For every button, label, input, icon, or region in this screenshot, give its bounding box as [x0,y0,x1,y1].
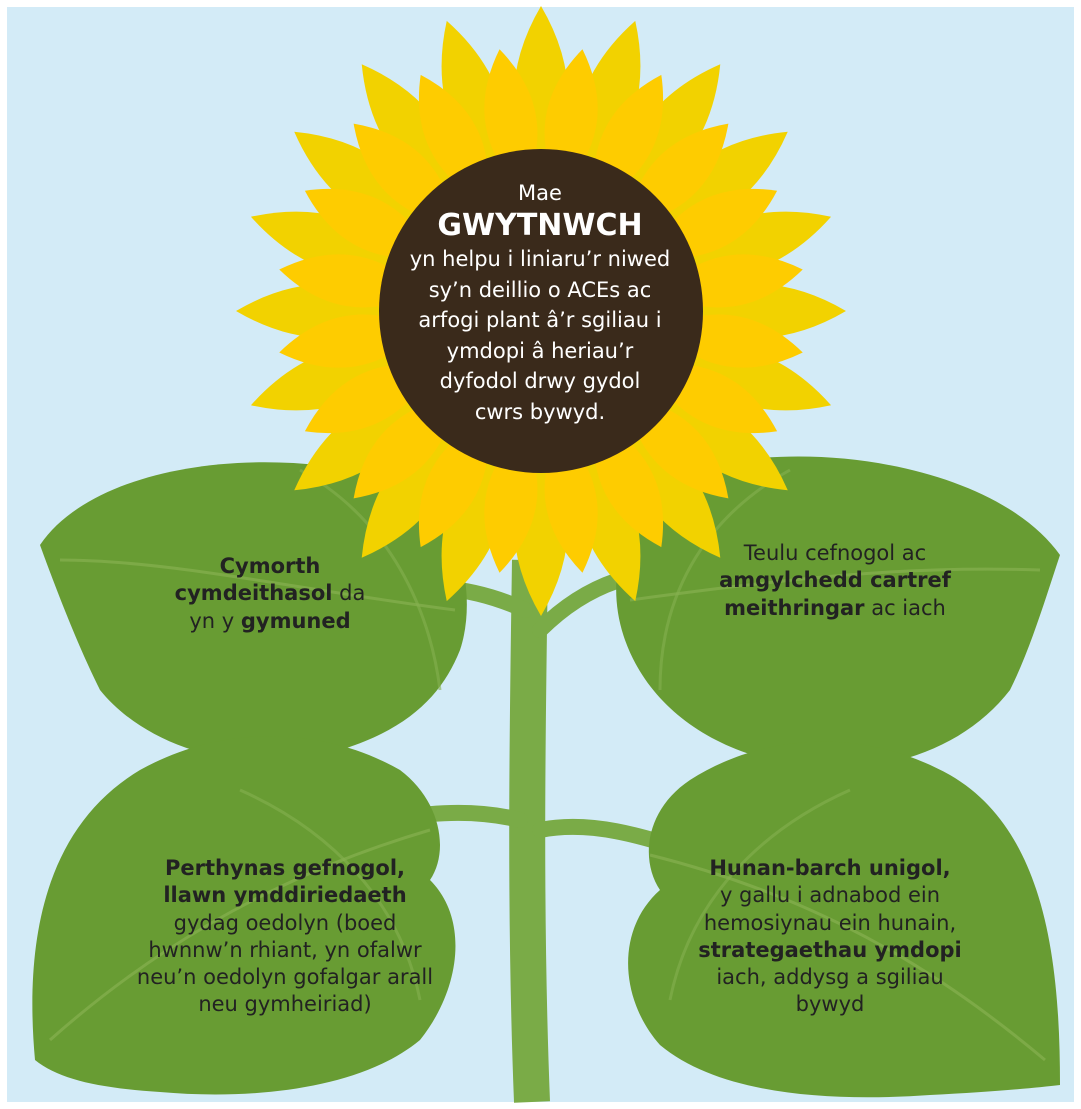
petal [294,131,444,241]
ur-text-2: ac iach [864,595,946,620]
lr-bold-2: strategaethau ymdopi [698,937,962,962]
lr-text-1: y gallu i adnabod ein [719,883,941,908]
ul-text-2: yn y [189,608,241,633]
sunflower-center [379,149,703,473]
petal [361,64,471,214]
ll-text-1: gydag oedolyn (boed [173,910,397,935]
leaf-lower-right [628,741,1060,1098]
ur-bold-2: meithringar [724,595,865,620]
petal [441,425,510,602]
petal [441,20,510,197]
petal [361,408,471,558]
lr-text-3: iach, addysg a sgiliau [716,965,944,990]
center-line-6: cwrs bywyd. [474,399,606,424]
lr-text-4: bywyd [795,992,865,1017]
petal [638,381,788,491]
petal [572,425,641,602]
ll-text-3: neu’n oedolyn gofalgar arall [136,965,434,990]
ll-text-2: hwnnw’n rhiant, yn ofalwr [148,937,422,962]
ll-bold-1: Perthynas gefnogol, [164,856,406,880]
petal [655,342,832,411]
ul-bold-2: cymdeithasol [174,581,333,606]
center-line-4: ymdopi â heriau’r [446,338,634,363]
petal [611,408,721,558]
center-text: Mae GWYTNWCH yn helpu i liniaru’r niwed … [395,178,685,427]
petal [655,211,832,280]
ur-bold-1: amgylchedd cartref [719,568,951,593]
petal [638,131,788,241]
leaf-upper-right [616,456,1060,769]
petal [250,211,427,280]
ll-text-4: neu gymheiriad) [198,992,372,1017]
center-line-3: arfogi plant â’r sgiliau i [418,308,662,333]
ul-bold-3: gymuned [240,608,351,633]
ur-text-1: Teulu cefnogol ac [743,541,927,565]
center-intro: Mae [518,181,562,205]
lr-text-2: hemosiynau ein hunain, [703,910,957,935]
petal [250,342,427,411]
leaf-lower-left-text: Perthynas gefnogol, llawn ymddiriedaeth … [100,855,470,1019]
lr-bold-1: Hunan-barch unigol, [709,856,951,880]
center-headline: GWYTNWCH [437,208,643,244]
center-line-5: dyfodol drwy gydol [439,369,641,394]
ll-bold-2: llawn ymddiriedaeth [163,883,407,908]
ul-text-1: da [332,581,366,606]
leaf-upper-left-text: Cymorth cymdeithasol da yn y gymuned [150,553,390,635]
petal [572,20,641,197]
leaf-upper-left [40,462,467,762]
petal [294,381,444,491]
center-line-1: yn helpu i liniaru’r niwed [409,247,671,272]
ul-bold-1: Cymorth [219,554,321,578]
center-line-2: sy’n deillio o ACEs ac [428,277,652,302]
leaf-upper-right-text: Teulu cefnogol ac amgylchedd cartref mei… [690,540,980,622]
petal [611,64,721,214]
leaf-lower-right-text: Hunan-barch unigol, y gallu i adnabod ei… [660,855,1000,1019]
leaf-lower-left [32,736,456,1095]
